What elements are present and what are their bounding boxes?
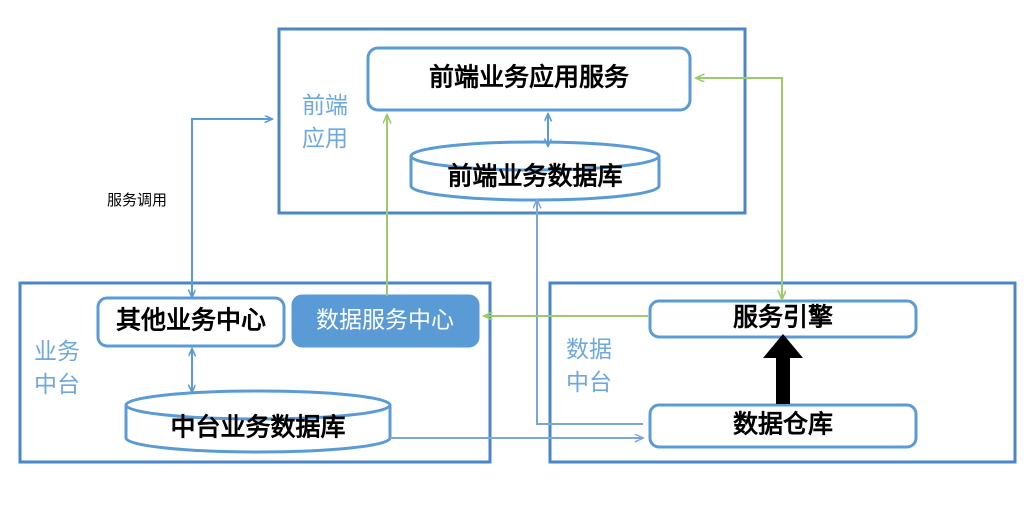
data-warehouse-label: 数据仓库 [733, 410, 833, 439]
edge-service-engine-to-frontend-app [696, 78, 783, 297]
zone-business-middle-platform: 业务 中台 其他业务中心 数据服务中心 中台业务数据库 [18, 281, 492, 464]
zone-business-label-line1: 业务 [34, 339, 80, 364]
frontend-business-db-label: 前端业务数据库 [447, 162, 622, 191]
service-engine-label: 服务引擎 [733, 304, 833, 332]
zone-data-label-line1: 数据 [566, 337, 612, 362]
zone-data-label-line2: 中台 [566, 370, 612, 395]
edge-warehouse-to-frontend-db [537, 200, 643, 425]
frontend-app-service-box[interactable] [366, 46, 692, 112]
node-middle-platform-business-db[interactable]: 中台业务数据库 [124, 389, 392, 454]
data-service-center-box[interactable] [291, 294, 480, 348]
zone-frontend-label-line2: 应用 [302, 126, 348, 151]
edge-warehouse-to-engine [763, 334, 803, 404]
node-frontend-app-service[interactable]: 前端业务应用服务 [366, 46, 692, 112]
zone-data-middle-platform: 数据 中台 服务引擎 数据仓库 [548, 281, 1017, 464]
zone-business-label-line2: 中台 [34, 372, 80, 397]
edge-service-call-path [192, 119, 272, 297]
node-data-warehouse[interactable]: 数据仓库 [648, 403, 918, 449]
data-warehouse-box[interactable] [648, 403, 918, 449]
zone-frontend: 前端 应用 前端业务应用服务 前端业务数据库 [277, 27, 747, 215]
node-other-business-center[interactable]: 其他业务中心 [96, 296, 286, 348]
middle-platform-business-db-top[interactable] [124, 389, 392, 421]
node-frontend-business-db[interactable]: 前端业务数据库 [409, 140, 661, 202]
frontend-business-db-top[interactable] [409, 140, 661, 172]
edge-service-call-label: 服务调用 [107, 192, 167, 209]
other-business-center-label: 其他业务中心 [116, 306, 266, 335]
frontend-app-service-label: 前端业务应用服务 [429, 63, 629, 92]
node-service-engine[interactable]: 服务引擎 [648, 299, 918, 339]
edge-service-call: 服务调用 [107, 119, 272, 297]
zone-frontend-label-line1: 前端 [302, 93, 348, 118]
middle-platform-business-db-label: 中台业务数据库 [170, 413, 345, 442]
edge-warehouse-to-engine-head [763, 334, 803, 358]
node-data-service-center[interactable]: 数据服务中心 [291, 294, 480, 348]
data-service-center-label: 数据服务中心 [316, 307, 454, 332]
